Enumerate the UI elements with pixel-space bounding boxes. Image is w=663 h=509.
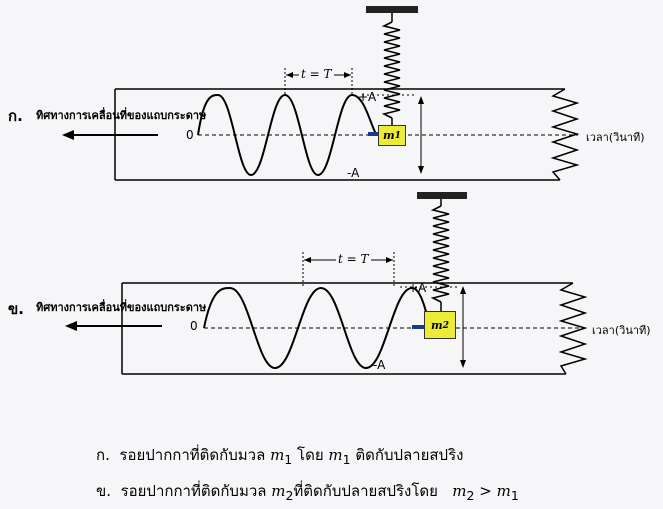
pen-trace-wave [197,93,377,177]
panel-1-plus-a-label: +A [358,90,377,104]
panel-1-graphics [62,6,580,181]
caption-2-sub-b: 2 [466,488,475,503]
pen-tip [412,325,424,329]
caption-2-mass-c: m [496,482,511,500]
caption-2-mass-a: m [271,482,286,500]
caption-1-mass-a: m [270,446,285,464]
amplitude-arrowhead-top [460,286,466,294]
panel-1-direction-label: ทิศทางการเคลื่อนที่ของแถบกระดาษ [36,109,207,122]
direction-arrowhead [65,321,77,331]
caption-1-mass-b: m [328,446,343,464]
mass-subscript: 2 [442,319,449,331]
mass-subscript: 1 [394,130,401,141]
ceiling-support [366,6,418,13]
panel-2-letter: ข. [8,300,24,318]
period-arrowhead-left [304,257,311,263]
panel-1-period-label: t = T [299,67,334,81]
panel-1-zero-label: 0 [186,128,194,142]
mass-symbol: m [430,318,443,332]
panel-2-direction-label: ทิศทางการเคลื่อนที่ของแถบกระดาษ [36,301,207,314]
panel-2-graphics [65,192,588,375]
pen-trace-wave [203,286,431,370]
pen-tip [368,132,378,136]
amplitude-arrowhead-bottom [418,166,424,174]
caption-2-text-a: รอยปากกาที่ติดกับมวล [120,482,267,500]
amplitude-arrowhead-top [418,96,424,104]
caption-2: ข. รอยปากกาที่ติดกับมวล m2ที่ติดกับปลายส… [96,479,519,503]
spring-coil [381,21,401,119]
amplitude-arrowhead-bottom [460,360,466,368]
period-arrowhead-left [286,72,293,78]
caption-1-text-a: รอยปากกาที่ติดกับมวล [119,446,266,464]
mass-symbol: m [382,129,395,142]
caption-2-sub-a: 2 [285,488,294,503]
period-arrowhead-right [386,257,393,263]
panel-1-time-axis-label: เวลา(วินาที) [586,131,645,144]
panel-1-letter: ก. [8,107,23,125]
panel-2-zero-label: 0 [190,319,198,333]
caption-2-relation: > [479,482,492,500]
direction-arrowhead [62,130,74,140]
panel-2-period-label: t = T [336,252,371,266]
caption-1-sub-a: 1 [284,452,293,467]
caption-2-prefix: ข. [96,482,112,500]
spring-coil [430,205,450,303]
ceiling-support [417,192,467,199]
panel-2-time-axis-label: เวลา(วินาที) [592,324,651,337]
caption-1-text-b: โดย [297,446,324,464]
caption-1: ก. รอยปากกาที่ติดกับมวล m1 โดย m1 ติดกับ… [96,443,463,467]
caption-2-sub-c: 1 [510,488,519,503]
caption-1-sub-b: 1 [342,452,351,467]
panel-2-plus-a-label: +A [408,281,427,295]
caption-2-text-b: ที่ติดกับปลายสปริงโดย [293,482,438,500]
paper-strip-torn-edge [550,88,580,181]
panel-1-minus-a-label: -A [347,166,360,180]
caption-2-mass-b: m [452,482,467,500]
period-arrowhead-right [344,72,351,78]
caption-1-text-c: ติดกับปลายสปริง [355,446,464,464]
caption-1-prefix: ก. [96,446,110,464]
panel-2-minus-a-label: -A [373,358,386,372]
